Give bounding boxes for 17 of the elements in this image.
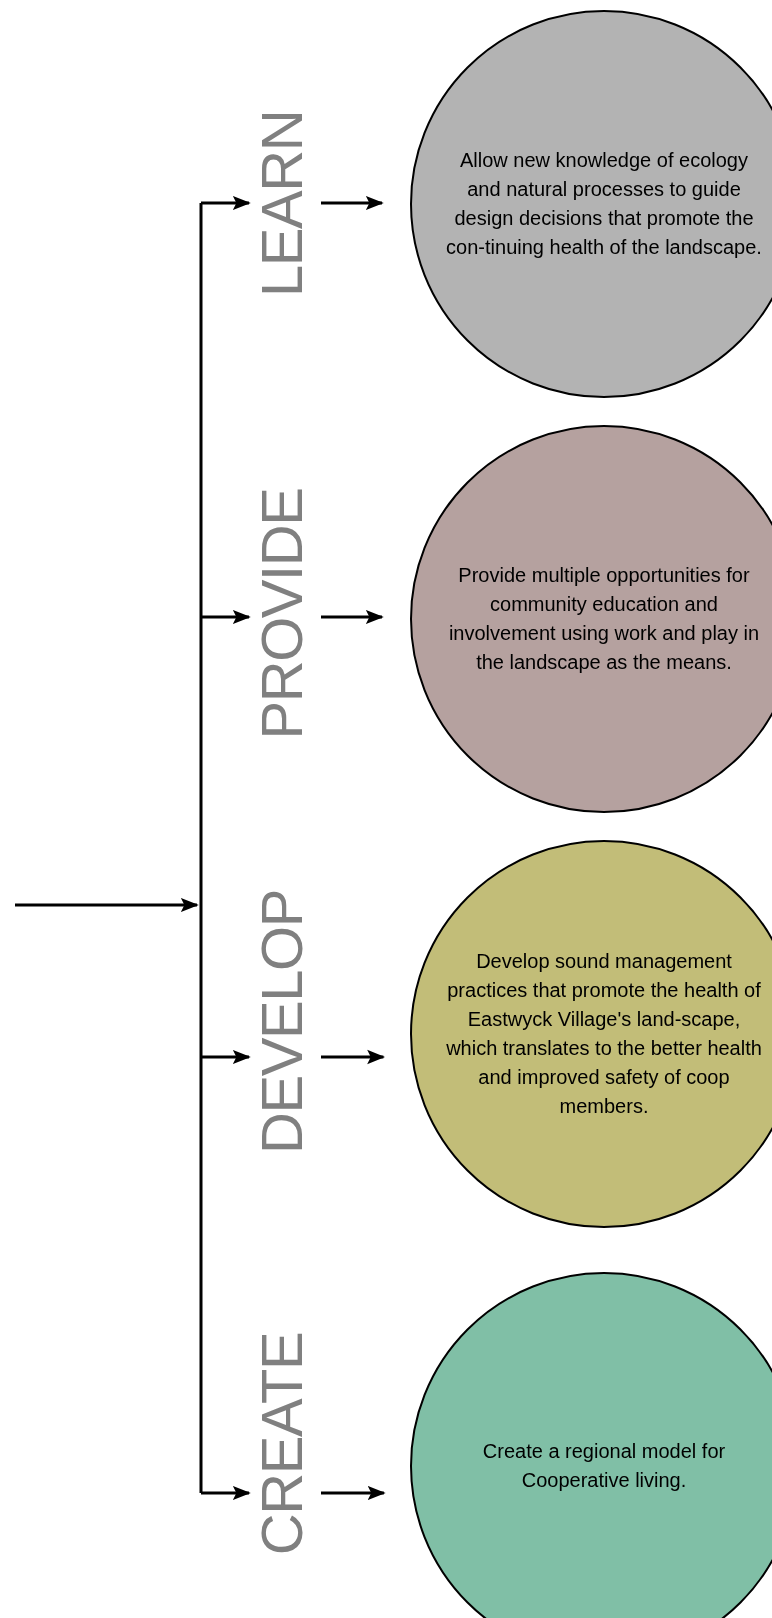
arrow	[321, 1485, 386, 1501]
arrow	[201, 609, 251, 625]
vertical-word: CREATE	[253, 1332, 311, 1556]
circle-text: Develop sound management practices that promote the health of Eastwyck Village's land-scape, which translates to the better health and improved safety of coop members.	[445, 949, 763, 1119]
circle-text: Provide multiple opportunities for community education and involvement using work and play in the landscape as the means.	[447, 563, 761, 675]
arrow	[201, 1485, 251, 1501]
arrow	[321, 609, 384, 625]
vertical-word: LEARN	[253, 110, 311, 298]
arrow	[201, 1049, 251, 1065]
vertical-word: DEVELOP	[253, 890, 311, 1154]
vertical-word: PROVIDE	[253, 488, 311, 740]
arrow	[201, 195, 251, 211]
branching-arrow	[13, 201, 203, 1495]
arrow	[321, 195, 384, 211]
arrow	[321, 1049, 386, 1065]
circle-text: Allow new knowledge of ecology and natural processes to guide design decisions that promote the con-tinuing health of the landscape.	[445, 148, 763, 260]
circle-text: Create a regional model for Cooperative living.	[481, 1439, 727, 1493]
